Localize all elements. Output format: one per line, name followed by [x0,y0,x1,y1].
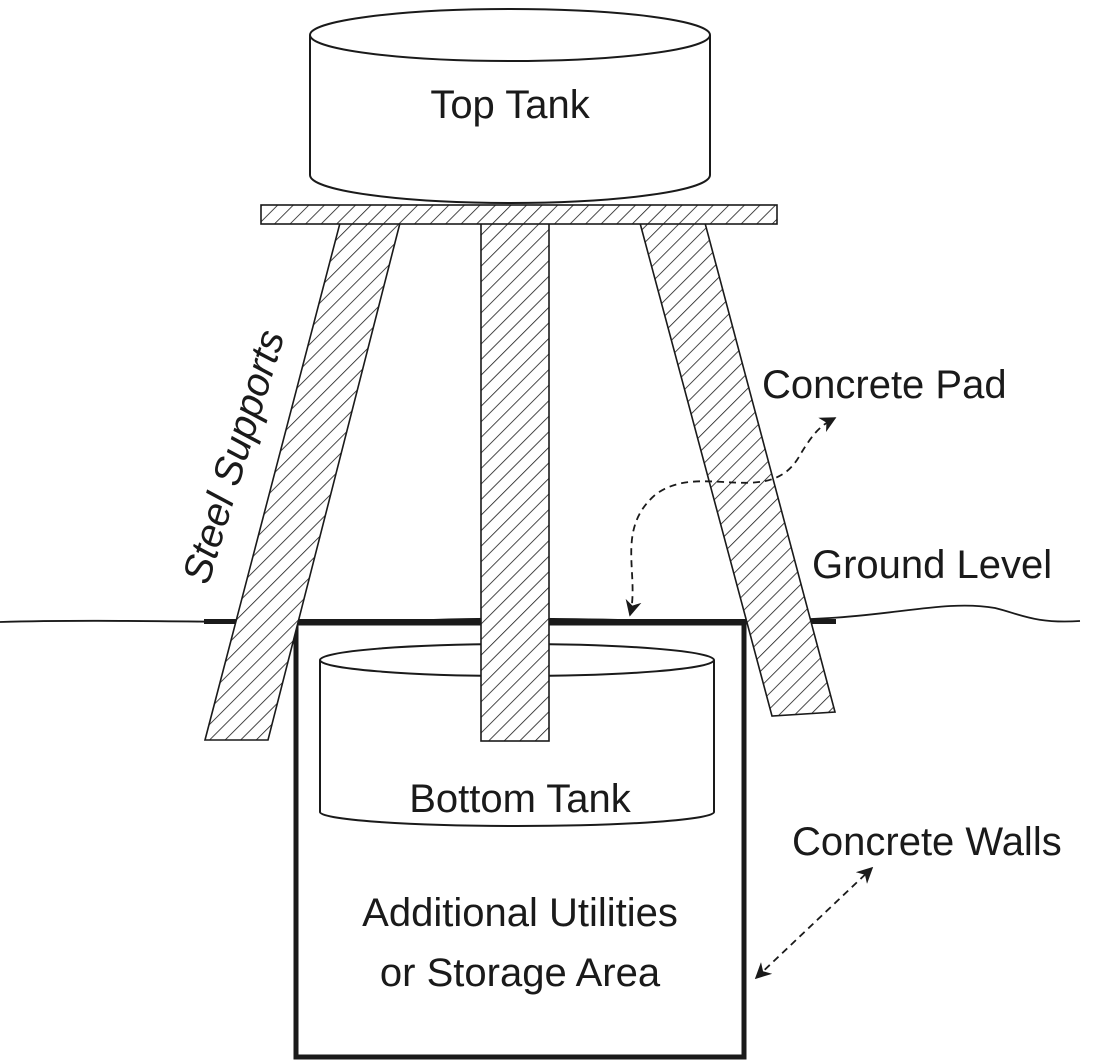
top-tank-label: Top Tank [430,83,590,127]
ground-level-label: Ground Level [812,543,1052,587]
concrete-pad-label: Concrete Pad [762,363,1007,407]
utilities-label-line2: or Storage Area [380,951,661,995]
bottom-tank-label: Bottom Tank [409,777,632,821]
top-tank: Top Tank [309,8,711,204]
concrete-walls-label: Concrete Walls [792,820,1062,864]
support-platform [260,204,778,225]
concrete-walls-leader-arrow [754,866,874,980]
utilities-label-line1: Additional Utilities [362,891,678,935]
center-steel-support [480,222,550,742]
concrete-pad-leader-arrow [625,417,837,617]
